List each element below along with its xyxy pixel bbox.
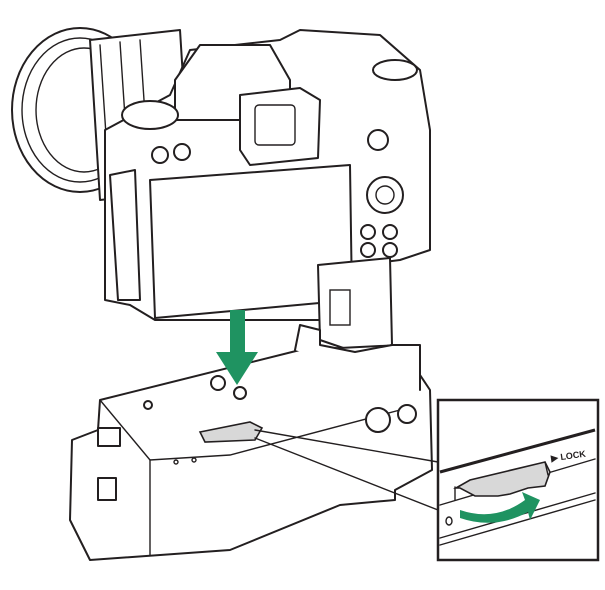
battery-grip xyxy=(69,324,433,561)
lock-detail-inset xyxy=(436,398,600,562)
down-arrow-icon xyxy=(216,310,258,385)
lock-lever-detail xyxy=(452,461,551,497)
grip-connector xyxy=(317,257,393,353)
lock-lever[interactable] xyxy=(198,421,264,443)
rotate-arrow-icon xyxy=(460,492,540,523)
callout-lines xyxy=(254,429,439,511)
